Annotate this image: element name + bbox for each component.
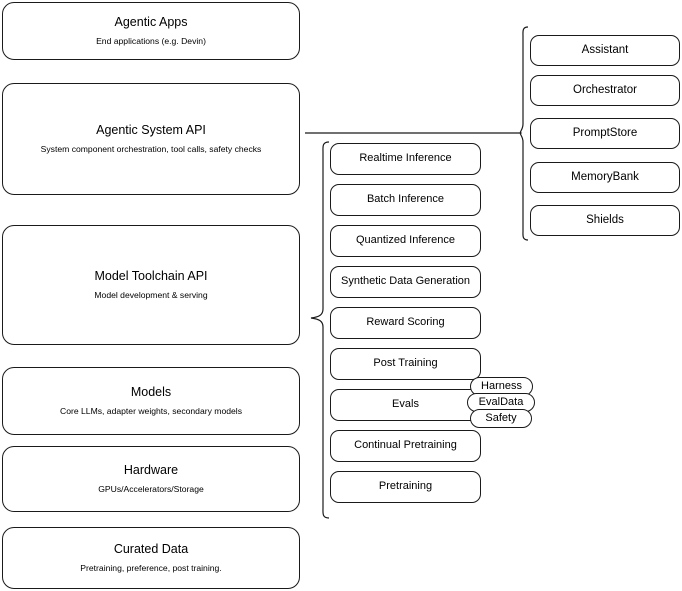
- component-label: MemoryBank: [571, 171, 639, 184]
- capability-realtime-inference[interactable]: Realtime Inference: [330, 143, 481, 175]
- brace-toolchain-capabilities: [310, 141, 330, 519]
- capability-pretraining[interactable]: Pretraining: [330, 471, 481, 503]
- capability-quantized-inference[interactable]: Quantized Inference: [330, 225, 481, 257]
- component-assistant[interactable]: Assistant: [530, 35, 680, 66]
- layer-curated-data[interactable]: Curated Data Pretraining, preference, po…: [2, 527, 300, 589]
- capability-continual-pretraining[interactable]: Continual Pretraining: [330, 430, 481, 462]
- layer-subtitle: Pretraining, preference, post training.: [80, 562, 222, 573]
- capability-label: Reward Scoring: [366, 316, 445, 329]
- layer-agentic-system-api[interactable]: Agentic System API System component orch…: [2, 83, 300, 195]
- component-label: PromptStore: [572, 127, 638, 140]
- component-orchestrator[interactable]: Orchestrator: [530, 75, 680, 106]
- layer-title: Agentic Apps: [114, 15, 188, 30]
- layer-title: Curated Data: [113, 542, 189, 557]
- layer-title: Model Toolchain API: [94, 269, 208, 284]
- eval-pill-label: Safety: [485, 412, 517, 424]
- component-label: Assistant: [581, 44, 629, 57]
- capability-label: Synthetic Data Generation: [340, 275, 471, 288]
- capability-label: Post Training: [373, 357, 438, 370]
- layer-model-toolchain-api[interactable]: Model Toolchain API Model development & …: [2, 225, 300, 345]
- capability-label: Quantized Inference: [355, 234, 456, 247]
- component-memorybank[interactable]: MemoryBank: [530, 162, 680, 193]
- capability-label: Realtime Inference: [359, 152, 452, 165]
- component-label: Orchestrator: [573, 84, 637, 97]
- eval-pill-label: EvalData: [478, 396, 524, 408]
- eval-pill-label: Harness: [481, 380, 522, 392]
- layer-hardware[interactable]: Hardware GPUs/Accelerators/Storage: [2, 446, 300, 512]
- capability-label: Pretraining: [378, 480, 433, 493]
- capability-label: Continual Pretraining: [354, 439, 457, 452]
- layer-title: Hardware: [123, 463, 179, 478]
- layer-subtitle: System component orchestration, tool cal…: [40, 143, 262, 154]
- layer-title: Models: [130, 385, 172, 400]
- capability-label: Evals: [392, 398, 419, 411]
- capability-reward-scoring[interactable]: Reward Scoring: [330, 307, 481, 339]
- layer-subtitle: Core LLMs, adapter weights, secondary mo…: [60, 405, 242, 416]
- capability-synthetic-data-generation[interactable]: Synthetic Data Generation: [330, 266, 481, 298]
- layer-title: Agentic System API: [96, 123, 206, 138]
- brace-system-components: [519, 26, 529, 241]
- component-promptstore[interactable]: PromptStore: [530, 118, 680, 149]
- layer-agentic-apps[interactable]: Agentic Apps End applications (e.g. Devi…: [2, 2, 300, 60]
- capability-evals[interactable]: Evals: [330, 389, 481, 421]
- layer-subtitle: Model development & serving: [94, 289, 208, 300]
- layer-subtitle: GPUs/Accelerators/Storage: [98, 483, 204, 494]
- component-label: Shields: [586, 214, 624, 227]
- capability-batch-inference[interactable]: Batch Inference: [330, 184, 481, 216]
- layer-models[interactable]: Models Core LLMs, adapter weights, secon…: [2, 367, 300, 435]
- capability-post-training[interactable]: Post Training: [330, 348, 481, 380]
- component-shields[interactable]: Shields: [530, 205, 680, 236]
- eval-pill-safety[interactable]: Safety: [470, 409, 532, 428]
- layer-subtitle: End applications (e.g. Devin): [96, 35, 206, 46]
- capability-label: Batch Inference: [366, 193, 445, 206]
